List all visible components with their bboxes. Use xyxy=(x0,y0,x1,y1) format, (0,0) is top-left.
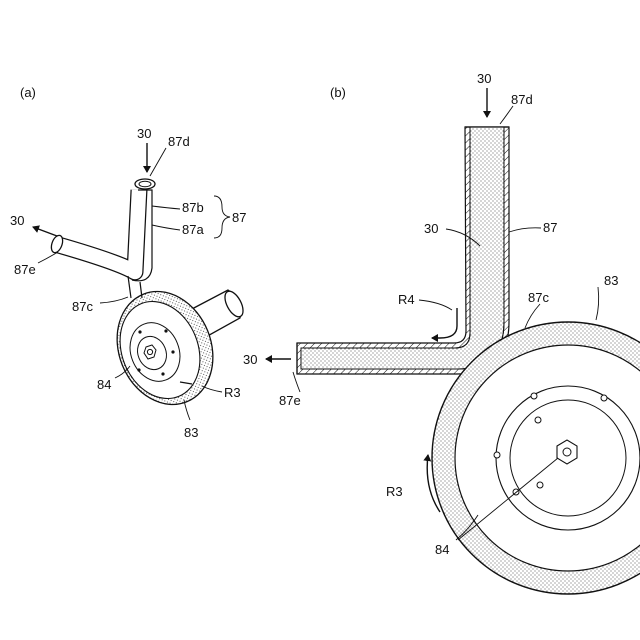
disk-a xyxy=(101,277,230,419)
figure-b: (b) xyxy=(243,71,640,594)
label-a-inflow: 30 xyxy=(137,126,151,141)
label-b-flow: 30 xyxy=(424,221,438,236)
label-a-87d: 87d xyxy=(168,134,190,149)
label-b-84: 84 xyxy=(435,542,449,557)
label-a-87a: 87a xyxy=(182,222,204,237)
hub-b xyxy=(557,440,577,464)
label-b-87: 87 xyxy=(543,220,557,235)
label-a-87c: 87c xyxy=(72,299,93,314)
label-a-87b: 87b xyxy=(182,200,204,215)
panel-label-b: (b) xyxy=(330,85,346,100)
label-b-outflow: 30 xyxy=(243,352,257,367)
panel-label-a: (a) xyxy=(20,85,36,100)
label-b-87e: 87e xyxy=(279,393,301,408)
label-a-r3: R3 xyxy=(224,385,241,400)
label-a-87: 87 xyxy=(232,210,246,225)
tube-87-a xyxy=(49,179,155,298)
label-b-87c: 87c xyxy=(528,290,549,305)
label-a-outflow: 30 xyxy=(10,213,24,228)
label-a-87e: 87e xyxy=(14,262,36,277)
label-b-83: 83 xyxy=(604,273,618,288)
label-b-87d: 87d xyxy=(511,92,533,107)
tube-87-b xyxy=(297,127,509,374)
label-b-r3: R3 xyxy=(386,484,403,499)
figure-a: (a) xyxy=(10,85,247,440)
flow-turn-arrow-b xyxy=(432,308,457,338)
label-b-r4: R4 xyxy=(398,292,415,307)
label-b-inflow: 30 xyxy=(477,71,491,86)
label-a-83: 83 xyxy=(184,425,198,440)
label-a-84: 84 xyxy=(97,377,111,392)
outflow-arrow-a xyxy=(33,227,57,236)
